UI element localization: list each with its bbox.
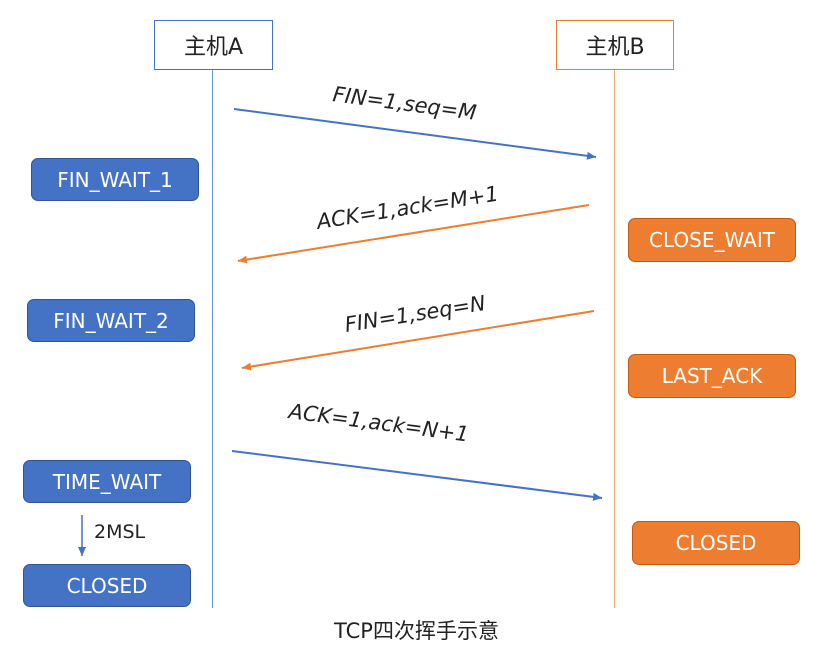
host-a-box: 主机A bbox=[154, 20, 273, 70]
host-b-box: 主机B bbox=[556, 20, 674, 70]
state-fin-wait-2: FIN_WAIT_2 bbox=[27, 299, 195, 342]
ack-m-label: ACK=1,ack=M+1 bbox=[313, 181, 500, 234]
state-fin-wait-1: FIN_WAIT_1 bbox=[31, 158, 199, 201]
state-time-wait: TIME_WAIT bbox=[23, 460, 191, 503]
fin-n-arrow bbox=[241, 310, 595, 371]
state-closed-b: CLOSED bbox=[632, 521, 800, 565]
two-msl-label: 2MSL bbox=[94, 521, 146, 543]
ack-m-arrow bbox=[237, 204, 590, 264]
host-b-lifeline bbox=[614, 70, 615, 608]
ack-n-arrow bbox=[231, 450, 603, 501]
fin-n-label: FIN=1,seq=N bbox=[343, 291, 487, 337]
fin-m-label: FIN=1,seq=M bbox=[331, 82, 477, 125]
state-close-wait: CLOSE_WAIT bbox=[628, 218, 796, 262]
host-a-lifeline bbox=[212, 70, 213, 608]
state-last-ack: LAST_ACK bbox=[628, 354, 796, 398]
fin-m-arrow bbox=[233, 108, 597, 160]
state-closed-a: CLOSED bbox=[23, 564, 191, 607]
ack-n-label: ACK=1,ack=N+1 bbox=[285, 399, 470, 447]
diagram-caption: TCP四次挥手示意 bbox=[334, 619, 499, 643]
